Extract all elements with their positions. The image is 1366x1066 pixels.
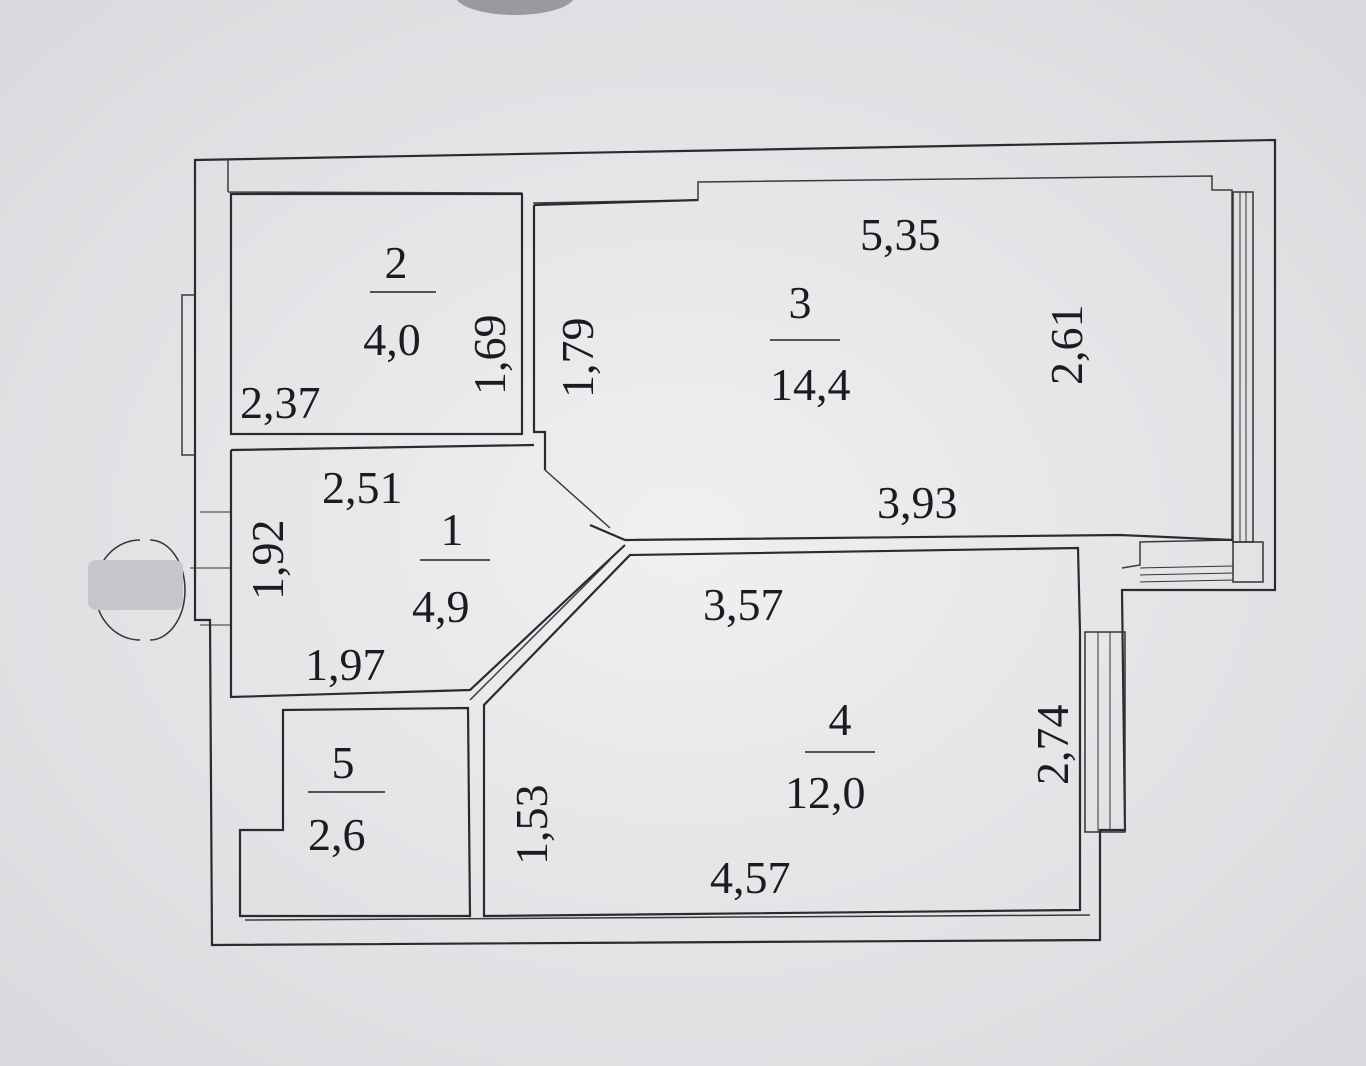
- window-room-3: [1232, 191, 1264, 583]
- room-3-area: 14,4: [770, 359, 851, 410]
- window-room-4: [1084, 631, 1126, 833]
- bottom-inner-wall: [244, 914, 1091, 921]
- room-4-side: 1,53: [506, 785, 557, 866]
- room-4-height: 2,74: [1027, 705, 1078, 786]
- room-2-height: 1,69: [464, 315, 515, 396]
- door-swing: [544, 469, 611, 529]
- room-4-top-width: 3,57: [703, 579, 784, 630]
- room-3-number: 3: [789, 277, 812, 328]
- room-1-area: 4,9: [412, 581, 470, 632]
- window-balcony: [1139, 565, 1234, 583]
- room-5-number: 5: [332, 737, 355, 788]
- room-1-bottom-width: 1,97: [305, 639, 386, 690]
- shadow: [456, 0, 574, 15]
- outer-wall: [193, 138, 1277, 947]
- room-2-number: 2: [385, 237, 408, 288]
- room-3-bottom-width: 3,93: [877, 477, 958, 528]
- room-4-outline: [482, 546, 1082, 918]
- room-2-outline: [229, 192, 524, 436]
- outer-wall-inner: [227, 160, 1233, 569]
- room-1-number: 1: [441, 504, 464, 555]
- room-3-height: 2,61: [1041, 305, 1092, 386]
- room-4-bottom-width: 4,57: [710, 852, 791, 903]
- room-4-area: 12,0: [785, 767, 866, 818]
- room-3-side: 1,79: [552, 318, 603, 399]
- entrance-marker: [88, 511, 230, 641]
- room-5-area: 2,6: [308, 809, 366, 860]
- room-4-diagonal: [469, 559, 611, 701]
- room-2-width: 2,37: [240, 377, 321, 428]
- room-1-outline: [229, 443, 626, 699]
- room-3-top-width: 5,35: [860, 209, 941, 260]
- room-4-number: 4: [829, 694, 852, 745]
- room-3-outline: [532, 198, 1233, 542]
- room-5-outline: [238, 706, 472, 918]
- room-1-width: 2,51: [322, 462, 403, 513]
- room-2-area: 4,0: [363, 314, 421, 365]
- left-wall-step: [181, 294, 195, 456]
- room-1-height: 1,92: [242, 520, 293, 601]
